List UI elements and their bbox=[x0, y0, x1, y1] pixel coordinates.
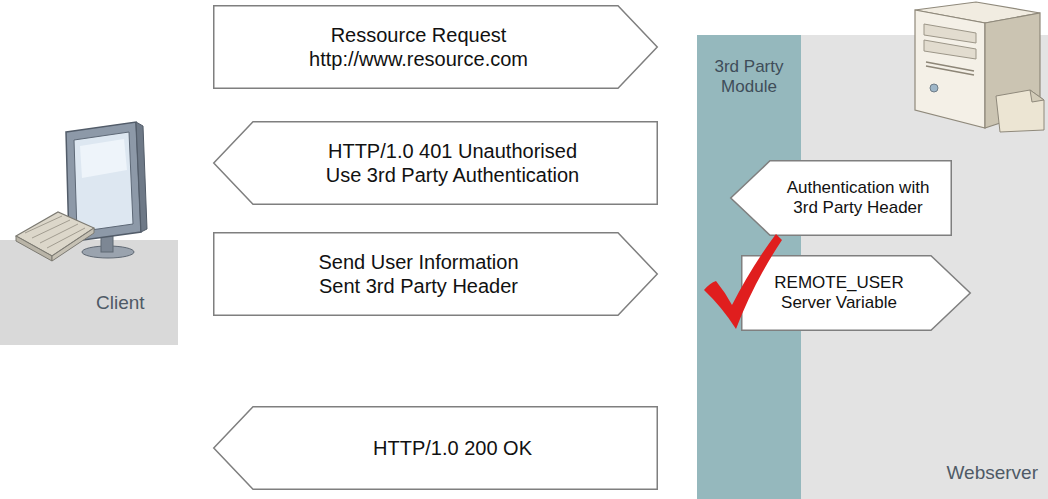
message-text: Sent 3rd Party Header bbox=[319, 274, 518, 298]
step-text: REMOTE_USER Server Variable bbox=[759, 273, 919, 314]
step-text: Authentication with 3rd Party Header bbox=[778, 178, 938, 219]
response-arrow: HTTP/1.0 401 UnauthorisedUse 3rd Party A… bbox=[213, 121, 658, 205]
arrow-outline bbox=[731, 161, 952, 236]
computer-icon bbox=[16, 122, 147, 261]
message-text: Ressource Request bbox=[331, 23, 507, 47]
message-text: HTTP/1.0 200 OK bbox=[373, 436, 532, 460]
arrow-outline bbox=[214, 407, 658, 490]
response-arrow: HTTP/1.0 200 OK bbox=[213, 406, 658, 490]
arrow-outline bbox=[742, 256, 971, 331]
message-text: Send User Information bbox=[318, 250, 518, 274]
arrow-outline bbox=[214, 6, 658, 89]
message-text: HTTP/1.0 401 Unauthorised bbox=[328, 139, 577, 163]
arrow-outline bbox=[214, 233, 658, 316]
request-arrow: Send User InformationSent 3rd Party Head… bbox=[213, 232, 658, 316]
client-label: Client bbox=[96, 292, 145, 315]
arrow-shape bbox=[213, 121, 658, 205]
message-text: Use 3rd Party Authentication bbox=[326, 163, 579, 187]
server-icon bbox=[915, 2, 1044, 132]
internal-arrow: REMOTE_USER Server Variable bbox=[741, 255, 971, 331]
request-arrow: Ressource Requesthttp://www.resource.com bbox=[213, 5, 658, 89]
arrow-shape bbox=[213, 232, 658, 316]
arrow-outline bbox=[214, 122, 658, 205]
panel-label: Webserver bbox=[946, 462, 1038, 485]
band-label: 3rd Party Module bbox=[703, 57, 795, 98]
internal-arrow: Authentication with 3rd Party Header bbox=[730, 160, 952, 236]
client-box: Client bbox=[0, 240, 178, 345]
message-text: http://www.resource.com bbox=[309, 47, 528, 71]
check-mark bbox=[704, 234, 782, 329]
webserver-panel: Webserver 3rd Party ModuleAuthentication … bbox=[697, 35, 1048, 499]
arrow-shape bbox=[213, 5, 658, 89]
